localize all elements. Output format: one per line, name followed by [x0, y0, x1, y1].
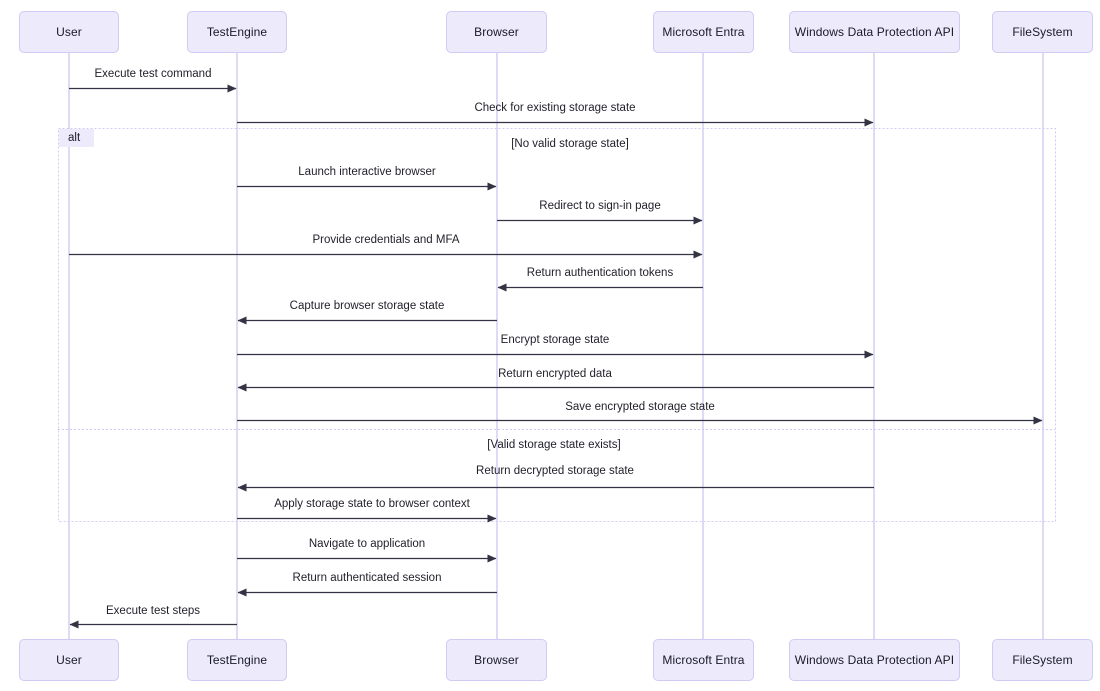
participant-box-entra-bottom[interactable]: Microsoft Entra: [653, 639, 754, 681]
alt-condition-label-0: [No valid storage state]: [511, 138, 629, 150]
participant-box-entra-top[interactable]: Microsoft Entra: [653, 11, 754, 53]
participant-label-entra-bottom: Microsoft Entra: [662, 653, 745, 667]
participant-label-browser-top: Browser: [474, 25, 519, 39]
participant-box-filesystem-top[interactable]: FileSystem: [992, 11, 1093, 53]
message-label-8: Return encrypted data: [498, 368, 612, 380]
alt-fragment-border: [58, 128, 1056, 522]
messages-group: [69, 84, 1043, 629]
participant-label-filesystem-top: FileSystem: [1012, 25, 1073, 39]
lifelines-group: [68, 53, 1044, 639]
alt-fragment-tag: alt: [59, 129, 95, 147]
participant-label-dpapi-bottom: Windows Data Protection API: [794, 653, 955, 667]
participant-label-testengine-top: TestEngine: [206, 25, 268, 39]
participant-box-user-top[interactable]: User: [19, 11, 119, 53]
message-label-12: Navigate to application: [308, 538, 426, 550]
alt-condition-label-1: [Valid storage state exists]: [487, 439, 621, 451]
message-label-2: Launch interactive browser: [298, 166, 436, 178]
message-label-5: Return authentication tokens: [526, 267, 674, 279]
participant-box-filesystem-bottom[interactable]: FileSystem: [992, 639, 1093, 681]
message-label-3: Redirect to sign-in page: [539, 200, 661, 212]
participant-label-user-top: User: [56, 25, 82, 39]
participant-label-testengine-bottom: TestEngine: [206, 653, 268, 667]
message-label-10: Return decrypted storage state: [476, 465, 634, 477]
alt-fragment-frame: [58, 128, 1056, 522]
message-label-11: Apply storage state to browser context: [274, 498, 470, 510]
message-label-14: Execute test steps: [106, 605, 200, 617]
message-label-7: Encrypt storage state: [500, 334, 610, 346]
participant-label-dpapi-top: Windows Data Protection API: [794, 25, 955, 39]
participant-box-user-bottom[interactable]: User: [19, 639, 119, 681]
participant-box-browser-bottom[interactable]: Browser: [446, 639, 547, 681]
participant-label-filesystem-bottom: FileSystem: [1012, 653, 1073, 667]
message-label-13: Return authenticated session: [292, 572, 442, 584]
message-label-1: Check for existing storage state: [474, 102, 636, 114]
participant-box-testengine-bottom[interactable]: TestEngine: [187, 639, 287, 681]
message-label-9: Save encrypted storage state: [565, 401, 715, 413]
participant-box-dpapi-bottom[interactable]: Windows Data Protection API: [789, 639, 960, 681]
participant-box-dpapi-top[interactable]: Windows Data Protection API: [789, 11, 960, 53]
message-label-4: Provide credentials and MFA: [312, 234, 460, 246]
message-label-0: Execute test command: [94, 68, 212, 80]
message-label-6: Capture browser storage state: [289, 300, 445, 312]
participant-box-testengine-top[interactable]: TestEngine: [187, 11, 287, 53]
participant-label-browser-bottom: Browser: [474, 653, 519, 667]
participant-label-user-bottom: User: [56, 653, 82, 667]
participant-label-entra-top: Microsoft Entra: [662, 25, 745, 39]
participant-box-browser-top[interactable]: Browser: [446, 11, 547, 53]
